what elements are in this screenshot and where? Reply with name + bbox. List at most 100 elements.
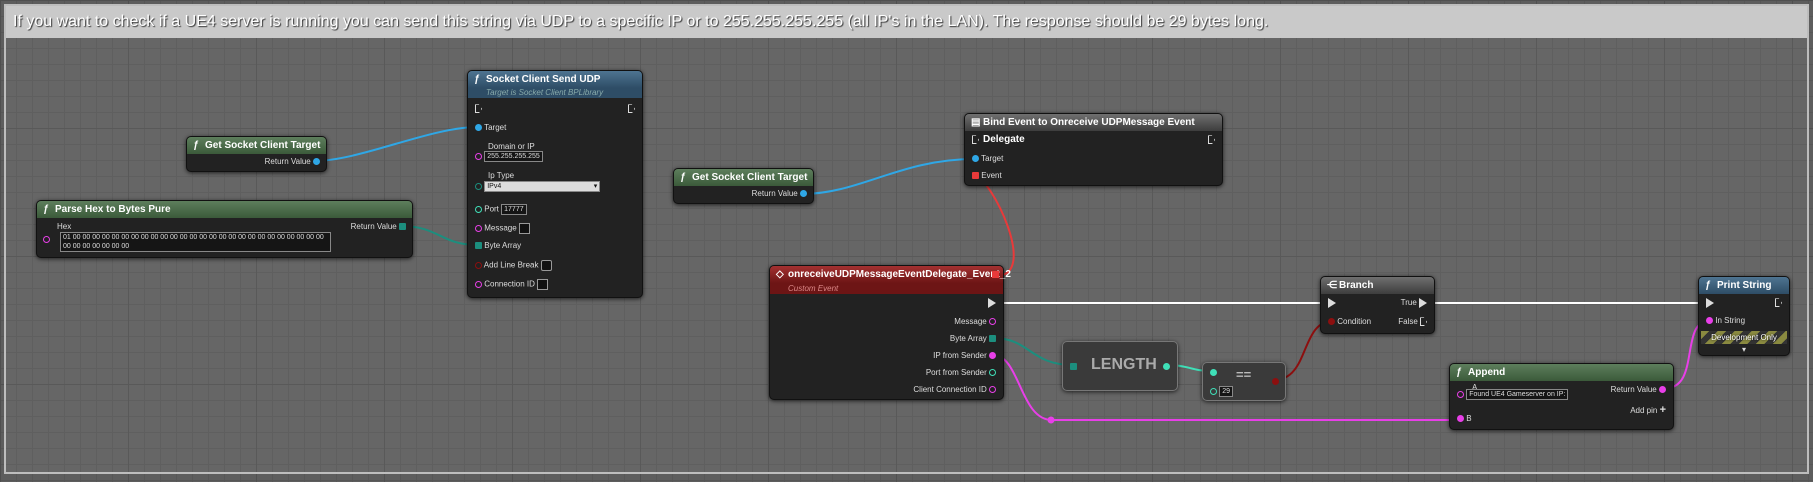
pin-label: Connection ID	[484, 279, 535, 289]
byte-array-pin[interactable]	[989, 335, 996, 343]
pin-label: Byte Array	[484, 241, 522, 250]
iptype-dropdown[interactable]: IPv4▾	[484, 181, 601, 192]
node-subtitle: Target is Socket Client BPLibrary	[468, 88, 642, 98]
string-pin[interactable]	[1457, 415, 1464, 423]
string-pin[interactable]	[989, 352, 996, 360]
function-icon: ƒ	[474, 74, 480, 85]
byte-array-pin[interactable]	[1070, 363, 1077, 371]
comment-title[interactable]: If you want to check if a UE4 server is …	[6, 6, 1807, 38]
int-pin[interactable]	[1210, 369, 1217, 377]
int-pin[interactable]	[475, 206, 482, 213]
object-pin[interactable]	[313, 158, 320, 166]
string-pin[interactable]	[43, 236, 50, 244]
node-print-string[interactable]: ƒ Print String In String Development Only…	[1698, 276, 1790, 356]
linebreak-checkbox[interactable]	[540, 260, 552, 271]
exec-in-pin[interactable]	[1328, 298, 1336, 308]
string-pin[interactable]	[475, 281, 482, 288]
node-title: Socket Client Send UDP	[486, 74, 601, 85]
hex-field[interactable]: 01 00 00 00 00 00 00 00 00 00 00 00 00 0…	[60, 232, 331, 252]
append-a-field[interactable]: Found UE4 Gameserver on IP:	[1466, 389, 1569, 400]
string-pin[interactable]	[475, 225, 482, 232]
branch-icon: ⋲	[1327, 280, 1337, 291]
node-equals[interactable]: == 29	[1202, 362, 1286, 401]
node-length[interactable]: LENGTH	[1062, 341, 1178, 391]
add-pin-button[interactable]: Add pin +	[1630, 404, 1666, 416]
pin-label: Add Line Break	[483, 260, 539, 270]
node-title: ==	[1236, 367, 1252, 382]
exec-out-pin[interactable]	[1775, 298, 1782, 308]
node-title: Branch	[1339, 280, 1374, 291]
pin-label: False	[1398, 317, 1418, 326]
exec-in-pin[interactable]	[475, 104, 482, 114]
string-pin[interactable]	[989, 386, 996, 394]
exec-false-pin[interactable]	[1420, 317, 1427, 327]
node-custom-event[interactable]: ◇onreceiveUDPMessageEventDelegate_Event_…	[769, 265, 1011, 400]
pin-label: Message	[954, 317, 987, 326]
pin-label: Message	[484, 223, 517, 233]
exec-out-pin[interactable]	[628, 104, 635, 114]
chevron-down-icon: ▾	[593, 183, 598, 190]
exec-in-pin[interactable]	[1706, 298, 1714, 308]
pin-label: In String	[1715, 316, 1746, 325]
wire-target-1	[313, 126, 479, 162]
string-pin[interactable]	[989, 318, 996, 326]
chevron-down-icon[interactable]: ▾	[1741, 345, 1746, 354]
enum-pin[interactable]	[475, 183, 482, 190]
object-pin[interactable]	[800, 190, 807, 198]
delegate-out-pin[interactable]	[992, 271, 999, 278]
pin-label: Event	[981, 171, 1002, 180]
pin-label: A	[1472, 383, 1478, 392]
exec-true-pin[interactable]	[1419, 298, 1427, 308]
function-icon: ƒ	[43, 204, 49, 215]
node-title: Bind Event to Onreceive UDPMessage Event…	[983, 117, 1195, 145]
bool-pin[interactable]	[475, 262, 482, 269]
function-icon: ƒ	[1456, 367, 1462, 378]
int-pin[interactable]	[1210, 388, 1217, 395]
exec-out-pin[interactable]	[1208, 135, 1215, 145]
int-pin[interactable]	[1163, 363, 1170, 371]
pin-label: Byte Array	[949, 334, 987, 343]
pin-label: Target	[981, 154, 1004, 163]
pin-label: Condition	[1337, 317, 1372, 326]
node-branch[interactable]: ⋲Branch True Condition False	[1320, 276, 1435, 334]
string-pin[interactable]	[1457, 391, 1464, 398]
byte-array-pin[interactable]	[475, 242, 482, 250]
node-send-udp[interactable]: ƒ Socket Client Send UDP Target is Socket…	[467, 70, 643, 298]
object-pin[interactable]	[475, 124, 482, 132]
pin-label: Return Value	[350, 222, 397, 231]
development-only-label: Development Only	[1711, 333, 1777, 342]
bool-pin[interactable]	[1272, 378, 1279, 386]
exec-out-pin[interactable]	[988, 298, 996, 308]
int-pin[interactable]	[989, 369, 996, 377]
delegate-pin[interactable]	[972, 172, 979, 180]
message-field[interactable]	[518, 223, 530, 234]
port-field[interactable]: 17777	[501, 204, 527, 215]
development-only-banner: Development Only	[1701, 331, 1787, 344]
pin-label: Target	[484, 123, 507, 132]
exec-in-pin[interactable]	[972, 135, 979, 145]
function-icon: ƒ	[1705, 280, 1711, 291]
bool-pin[interactable]	[1328, 318, 1335, 326]
pin-label: Hex	[57, 222, 72, 231]
pin-label: Client Connection ID	[913, 385, 987, 394]
domain-field[interactable]: 255.255.255.255	[484, 151, 543, 162]
node-title: Print String	[1717, 280, 1772, 291]
node-title: Get Socket Client Target	[205, 140, 321, 151]
pin-label: Domain or IP	[488, 142, 535, 151]
equals-value-field[interactable]: 29	[1219, 386, 1234, 397]
node-bind-event[interactable]: ▤Bind Event to Onreceive UDPMessage Even…	[964, 113, 1223, 186]
byte-array-pin[interactable]	[399, 223, 406, 231]
function-icon: ƒ	[680, 172, 686, 183]
function-icon: ƒ	[193, 140, 199, 151]
connid-field[interactable]	[537, 279, 549, 290]
string-pin[interactable]	[1659, 386, 1666, 394]
string-pin[interactable]	[475, 153, 482, 160]
pin-label: B	[1466, 414, 1472, 423]
string-pin[interactable]	[1706, 317, 1713, 325]
object-pin[interactable]	[972, 155, 979, 163]
